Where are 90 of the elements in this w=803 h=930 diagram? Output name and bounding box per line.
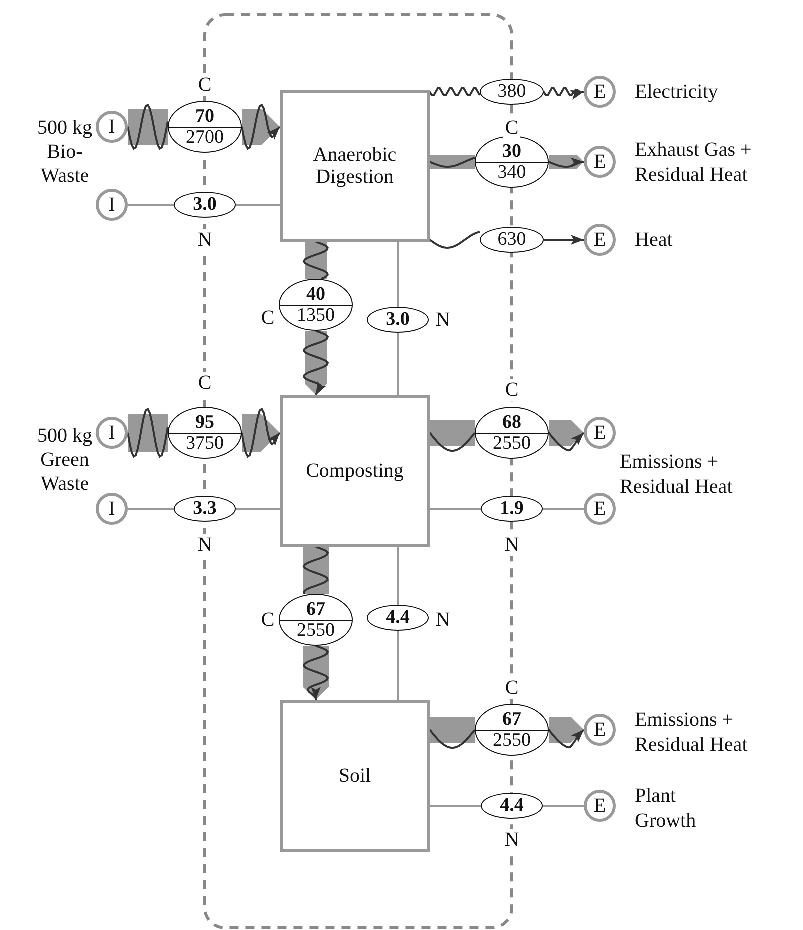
connector-line [128,508,174,510]
process-box [280,395,430,547]
connector-line [236,204,280,206]
input-label: 500 kg Green Waste [36,424,94,496]
circle-letter: E [594,498,606,520]
circle-letter: E [594,151,606,173]
energy-value: 1350 [297,306,335,325]
connector-line [236,508,280,510]
arrow [544,235,584,245]
output-circle [584,493,616,525]
flow-band-arrow [549,717,584,743]
input-circle [96,111,128,143]
flow-value-ellipse [475,704,549,756]
output-label: Emissions + Residual Heat [635,708,749,758]
circle-letter: E [594,719,606,741]
output-label: Plant Growth [635,784,698,834]
input-circle [96,493,128,525]
connector-line [397,547,399,605]
element-letter: C [503,379,521,401]
connector-line [430,508,481,510]
output-circle [584,76,616,108]
energy-value: 3750 [186,434,224,453]
process-box [280,700,430,852]
element-letter: N [196,534,214,556]
connector-line [543,805,584,807]
nitrogen-value: 3.3 [193,498,217,520]
input-label: 500 kg Bio-Waste [36,116,94,188]
output-circle [584,714,616,746]
element-letter: N [502,534,522,556]
nitrogen-value: 3.0 [386,310,410,330]
flow-band-arrow [242,109,280,145]
carbon-value: 67 [502,710,522,729]
connector-line [397,333,399,395]
element-letter: C [196,372,214,394]
circle-letter: I [108,116,116,138]
flow-band-arrow [549,420,584,446]
connector-line [397,242,399,307]
output-label: Exhaust Gas + Residual Heat [635,138,753,188]
output-circle [584,417,616,449]
flow-band-arrow [242,414,280,452]
process-label: Anaerobic Digestion [312,144,398,188]
energy-value: 2550 [493,434,531,453]
circle-letter: E [594,795,606,817]
flow-value-ellipse [168,407,242,459]
energy-value: 2550 [297,621,335,640]
carbon-value: 40 [306,285,326,304]
nitrogen-value: 1.9 [500,498,524,520]
connector-line [429,88,481,96]
nitrogen-value: 4.4 [500,796,524,816]
output-circle [584,790,616,822]
output-label: Heat [635,228,673,253]
input-circle [96,417,128,449]
process-box [280,90,430,242]
energy-value: 630 [498,230,526,250]
element-letter: N [502,829,522,851]
circle-letter: I [108,422,116,444]
element-letter: N [196,229,214,251]
energy-value: 2700 [186,128,224,147]
carbon-value: 68 [502,413,522,432]
carbon-value: 95 [196,413,214,432]
energy-value: 2550 [493,731,531,750]
output-circle [584,224,616,256]
connector-line [429,231,480,249]
circle-letter: E [594,229,606,251]
connector-line [128,204,174,206]
flow-band-arrow [549,155,584,169]
output-label: Electricity [635,80,718,105]
connector-line [543,508,584,510]
carbon-value: 70 [196,107,214,126]
flow-value-ellipse [480,227,544,253]
flow-value-ellipse [168,101,242,153]
output-label: Emissions + Residual Heat [620,450,734,500]
arrow [543,88,584,100]
circle-letter: E [594,81,606,103]
nitrogen-value: 3.0 [193,194,217,216]
energy-value: 340 [498,163,526,182]
flow-value-ellipse [475,407,549,459]
nitrogen-value: 4.4 [386,608,410,628]
output-circle [584,146,616,178]
carbon-value: 67 [306,600,326,619]
circle-letter: E [594,422,606,444]
circle-letter: I [108,498,116,520]
process-label: Soil [338,765,372,787]
energy-value: 380 [498,82,526,102]
input-circle [96,189,128,221]
circle-letter: I [108,194,116,216]
carbon-value: 30 [502,142,522,161]
connector-line [397,631,399,700]
connector-line [430,805,481,807]
process-label: Composting [306,460,404,482]
